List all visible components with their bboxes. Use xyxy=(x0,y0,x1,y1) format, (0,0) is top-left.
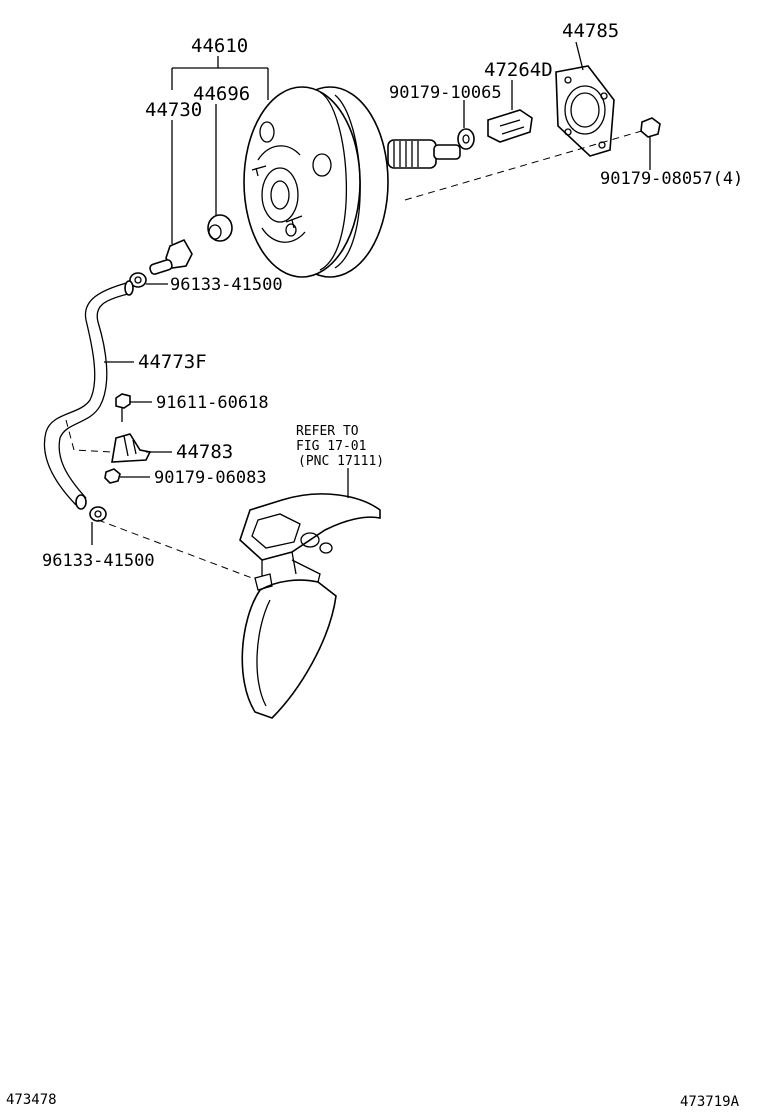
part-labels: 44610 44730 44696 90179-10065 47264D 447… xyxy=(42,20,743,571)
nut-90179-08057 xyxy=(640,117,661,138)
grommet-44696 xyxy=(207,214,233,242)
refer-line-1: REFER TO xyxy=(296,424,359,439)
label-90179-10065: 90179-10065 xyxy=(389,83,502,103)
leader-lines xyxy=(91,41,651,545)
label-96133-41500-bottom: 96133-41500 xyxy=(42,551,155,571)
label-44696: 44696 xyxy=(193,83,250,105)
intake-manifold-reference xyxy=(239,493,381,719)
label-44785: 44785 xyxy=(562,20,619,42)
refer-line-2: FIG 17-01 xyxy=(296,439,366,454)
clamp-96133-bottom xyxy=(89,506,107,522)
check-valve-44730 xyxy=(149,238,193,275)
label-44783: 44783 xyxy=(176,441,233,463)
footer: 473478 473719A xyxy=(6,1092,740,1110)
clevis-47264d xyxy=(487,109,533,143)
gasket-plate-44785 xyxy=(555,65,615,157)
footer-right-code: 473719A xyxy=(680,1094,740,1110)
refer-line-3: (PNC 17111) xyxy=(298,454,384,469)
nut-90179-10065 xyxy=(457,128,475,150)
nut-90179-06083 xyxy=(104,468,121,484)
label-90179-08057: 90179-08057(4) xyxy=(600,169,743,189)
label-91611-60618: 91611-60618 xyxy=(156,393,269,413)
label-44773f: 44773F xyxy=(138,351,207,373)
label-44610: 44610 xyxy=(191,35,248,57)
label-44730: 44730 xyxy=(145,99,202,121)
footer-left-code: 473478 xyxy=(6,1092,57,1108)
label-96133-41500-top: 96133-41500 xyxy=(170,275,283,295)
push-rod xyxy=(387,139,461,169)
alignment-lines xyxy=(65,129,646,579)
bracket-44783 xyxy=(111,433,152,463)
vacuum-hose-44773f xyxy=(43,280,134,510)
bolt-91611-60618 xyxy=(115,393,131,422)
label-47264d: 47264D xyxy=(484,59,553,81)
brake-booster xyxy=(243,86,389,278)
clamp-96133-top xyxy=(129,272,147,288)
label-90179-06083: 90179-06083 xyxy=(154,468,267,488)
